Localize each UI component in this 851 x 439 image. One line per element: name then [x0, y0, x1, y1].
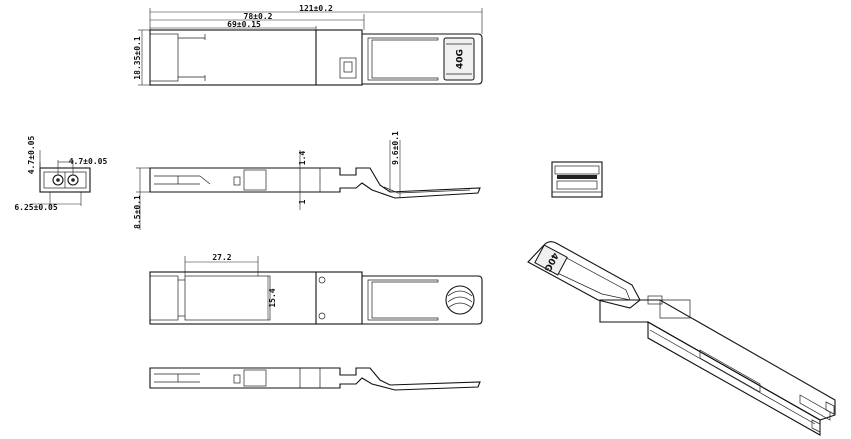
dim-front-6-25: 6.25±0.05 [14, 203, 58, 212]
top-view-badge-text: 40G [456, 49, 466, 69]
side-view-lower [149, 367, 481, 391]
dim-69: 69±0.15 [227, 20, 261, 29]
perspective-front-body [551, 161, 603, 198]
iso-body-side [647, 321, 821, 436]
front-view: 4.7±0.05 4.7±0.05 6.25±0.05 [14, 136, 107, 212]
perspective-front [551, 161, 603, 198]
bottom-view-screw-top [318, 276, 326, 284]
dim-78: 78±0.2 [244, 12, 273, 21]
bottom-view-label-area [184, 275, 271, 321]
dim-side-8-5: 8.5±0.1 [133, 195, 142, 229]
bottom-view-grip-circle [445, 285, 475, 315]
bottom-view-pull-tab [362, 275, 483, 325]
iso-latch [647, 295, 663, 305]
dim-15-4: 15.4 [268, 288, 277, 307]
top-view-front-cage [149, 33, 179, 82]
side-view-outline [149, 167, 481, 199]
isometric-view: 40G [527, 241, 836, 436]
iso-badge-frame [534, 244, 568, 276]
top-view-pull-tab [362, 33, 483, 85]
dim-side-1: 1 [298, 199, 307, 204]
top-view: 40G 121±0.2 78±0.2 69±0.15 18.35±0.1 [133, 4, 483, 86]
dim-27-2: 27.2 [212, 253, 231, 262]
side-view-lower-outline [149, 367, 481, 391]
dim-front-4-7-v: 4.7±0.05 [27, 136, 36, 175]
dim-side-9-6: 9.6±0.1 [391, 131, 400, 165]
top-view-latch [339, 57, 357, 79]
dim-front-4-7-h: 4.7±0.05 [69, 157, 108, 166]
front-view-body [39, 167, 91, 193]
dim-side-1-4: 1.4 [298, 151, 307, 166]
dim-121: 121±0.2 [299, 4, 333, 13]
bottom-view-screw-bottom [318, 312, 326, 320]
iso-pull-tab [527, 241, 641, 309]
iso-body-top [599, 299, 836, 421]
side-view: 1.4 9.6±0.1 8.5±0.1 1 [133, 131, 481, 230]
bottom-view: 27.2 15.4 [149, 253, 483, 325]
top-view-badge-frame [443, 37, 475, 81]
dim-18-35: 18.35±0.1 [133, 36, 142, 80]
